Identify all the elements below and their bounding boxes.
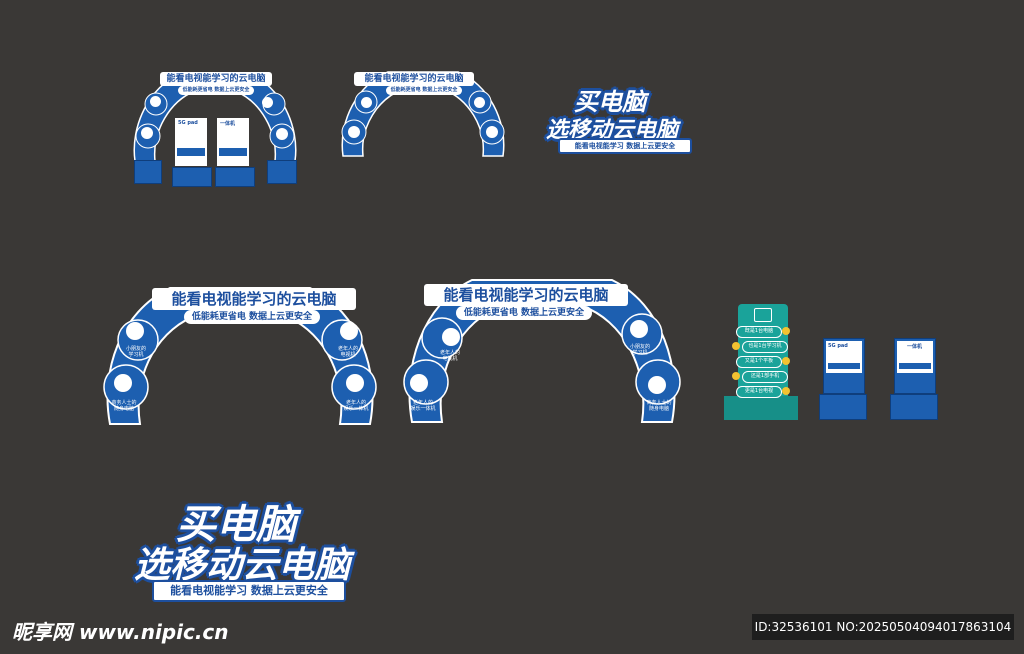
tower-item: 又是1个平板 xyxy=(736,356,782,368)
pad-card-title: 5G pad xyxy=(178,120,198,126)
pad-card-stand: 5G pad xyxy=(823,338,865,394)
standee-slogan: 能看电视能学习 数据上云更安全 xyxy=(152,580,346,602)
tv-icon xyxy=(442,328,460,346)
desktop-icon xyxy=(346,374,364,392)
label-home: 老年人的 娱乐一体机 xyxy=(410,400,436,412)
base-block xyxy=(215,167,255,187)
coin-icon xyxy=(782,327,790,335)
laptop-icon xyxy=(141,127,153,139)
arch-small-right: 能看电视能学习的云电脑 低能耗更省电 数据上云更安全 xyxy=(338,66,508,166)
tower-item: 也是1台学习机 xyxy=(742,341,788,353)
tower-item: 更是1台电视 xyxy=(736,386,782,398)
coin-icon xyxy=(782,357,790,365)
arch-large-left: 能看电视能学习的云电脑 低能耗更省电 数据上云更安全 小朋友的 学习机 商务人士… xyxy=(100,282,380,430)
label-student: 小朋友的 学习机 xyxy=(125,346,146,358)
desktop-icon xyxy=(486,126,498,138)
standee-title-line1: 买电脑 xyxy=(176,502,296,548)
coin-icon xyxy=(782,387,790,395)
product-tower: 既是1台电脑也是1台学习机又是1个平板还是1部手机更是1台电视 xyxy=(724,304,804,420)
arch-subtitle: 低能耗更省电 数据上云更安全 xyxy=(178,86,254,95)
standee-small: 买电脑 选移动云电脑 能看电视能学习 数据上云更安全 xyxy=(542,82,712,158)
watermark-id: ID:32536101 NO:20250504094017863104 xyxy=(752,614,1014,640)
laptop-icon xyxy=(348,126,360,138)
base-block xyxy=(134,160,162,184)
monitor-icon xyxy=(648,376,666,394)
card-strip xyxy=(828,363,860,369)
tv-icon xyxy=(262,97,273,108)
arch-shape xyxy=(341,71,505,157)
monitor-icon xyxy=(150,96,161,107)
standee-title-line1: 买电脑 xyxy=(574,88,646,116)
card-stand-base xyxy=(819,394,867,420)
coin-icon xyxy=(732,342,740,350)
arch-title: 能看电视能学习的云电脑 xyxy=(424,284,628,306)
base-block xyxy=(172,167,212,187)
standee-slogan: 能看电视能学习 数据上云更安全 xyxy=(558,138,692,154)
aio-card-title: 一体机 xyxy=(220,121,236,127)
arch-small-left: 能看电视能学习的云电脑 低能耗更省电 数据上云更安全 xyxy=(130,66,300,191)
pad-card-small: 5G pad xyxy=(175,118,207,166)
desktop-icon xyxy=(276,128,288,140)
label-elder: 老年人的 电视机 xyxy=(337,346,358,358)
label-business: 商务人士的 随身电脑 xyxy=(111,400,137,412)
arch-subtitle: 低能耗更省电 数据上云更安全 xyxy=(386,86,462,95)
base-block xyxy=(267,160,297,184)
desktop-icon xyxy=(410,374,428,392)
monitor-icon xyxy=(474,97,485,108)
laptop-icon xyxy=(630,320,648,338)
coin-icon xyxy=(732,372,740,380)
card-strip xyxy=(899,363,931,369)
aio-card-stand: 一体机 xyxy=(894,338,936,394)
watermark-site: 昵享网 www.nipic.cn xyxy=(12,620,229,644)
arch-title: 能看电视能学习的云电脑 xyxy=(160,72,272,86)
standee-large: 买电脑 选移动云电脑 能看电视能学习 数据上云更安全 xyxy=(130,492,370,604)
tower-base xyxy=(724,396,798,420)
pad-card-face: 5G pad xyxy=(826,341,862,373)
tv-icon xyxy=(361,97,372,108)
card-stand-base xyxy=(890,394,938,420)
arch-title: 能看电视能学习的云电脑 xyxy=(354,72,474,86)
label-home: 老年人的 娱乐一体机 xyxy=(343,400,369,412)
label-student: 小朋友的 学习机 xyxy=(629,344,650,356)
arch-large-right: 能看电视能学习的云电脑 低能耗更省电 数据上云更安全 老年人的 电视机 老年人的… xyxy=(402,272,682,428)
laptop-icon xyxy=(126,322,144,340)
tower-item: 还是1部手机 xyxy=(742,371,788,383)
pad-card-title: 5G pad xyxy=(828,343,848,349)
tower-item: 既是1台电脑 xyxy=(736,326,782,338)
card-strip xyxy=(177,148,205,156)
arch-title: 能看电视能学习的云电脑 xyxy=(152,288,356,310)
aio-card-title: 一体机 xyxy=(907,344,923,350)
monitor-icon xyxy=(114,374,132,392)
arch-subtitle: 低能耗更省电 数据上云更安全 xyxy=(456,306,592,320)
label-elder: 老年人的 电视机 xyxy=(439,350,460,362)
tv-icon xyxy=(340,322,358,340)
standee-title-line2: 选移动云电脑 xyxy=(134,545,351,586)
tower-logo xyxy=(754,308,772,322)
card-strip xyxy=(219,148,247,156)
aio-card-face: 一体机 xyxy=(897,341,933,373)
label-business: 商务人士的 随身电脑 xyxy=(646,400,672,412)
arch-subtitle: 低能耗更省电 数据上云更安全 xyxy=(184,310,320,324)
aio-card-small: 一体机 xyxy=(217,118,249,166)
